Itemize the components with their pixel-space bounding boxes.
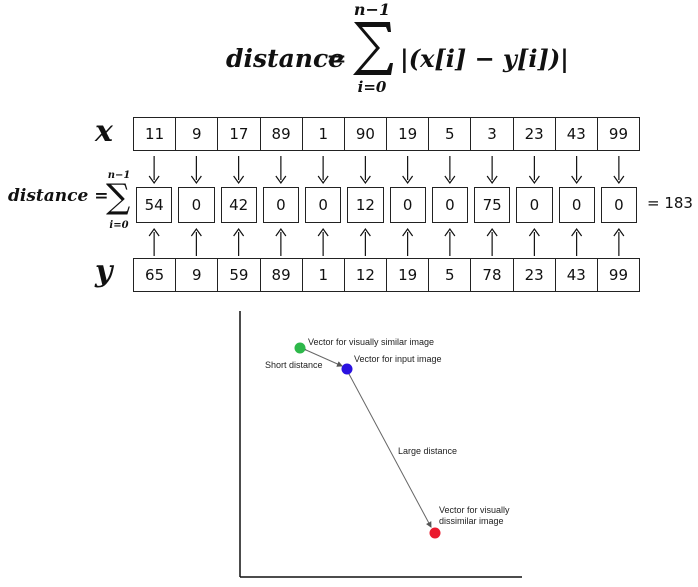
small-sum-upper: n−1: [107, 170, 131, 181]
down-arrow: [190, 156, 202, 185]
down-arrow: [359, 156, 371, 185]
down-arrow: [571, 156, 583, 185]
up-arrow: [233, 227, 245, 256]
down-arrow: [317, 156, 329, 185]
down-arrow: [444, 156, 456, 185]
difference-cell: 75: [474, 187, 511, 223]
difference-cell: 0: [262, 187, 299, 223]
up-arrow: [359, 227, 371, 256]
x-cell: 17: [218, 118, 261, 150]
x-cell: 5: [429, 118, 472, 150]
difference-cell: 0: [389, 187, 426, 223]
y-cell: 5: [429, 259, 472, 291]
sum-upper-limit: n−1: [353, 0, 391, 19]
up-arrow: [486, 227, 498, 256]
down-arrow: [528, 156, 540, 185]
y-cell: 89: [261, 259, 303, 291]
down-arrow: [486, 156, 498, 185]
x-cell: 11: [134, 118, 177, 150]
up-arrow: [402, 227, 414, 256]
formula-equals: =: [326, 44, 347, 73]
y-cell: 78: [471, 259, 514, 291]
large-distance-label: Large distance: [398, 446, 457, 456]
y-label: y: [95, 254, 113, 289]
difference-cell: 0: [516, 187, 553, 223]
similar-label: Vector for visually similar image: [308, 337, 434, 347]
formula-lhs: distance: [226, 44, 345, 73]
up-arrow: [190, 227, 202, 256]
up-arrow: [275, 227, 287, 256]
difference-cell: 42: [220, 187, 257, 223]
y-cell: 65: [134, 259, 177, 291]
x-cell: 9: [176, 118, 219, 150]
difference-cell: 0: [305, 187, 342, 223]
input-label: Vector for input image: [354, 354, 442, 364]
dissimilar-label-line1: Vector for visually: [439, 505, 510, 515]
x-cell: 43: [556, 118, 598, 150]
x-cell: 1: [303, 118, 345, 150]
down-arrow: [402, 156, 414, 185]
arrows-down: [148, 156, 625, 185]
x-label: x: [95, 114, 113, 149]
small-sigma: n−1 ∑ i=0: [104, 170, 131, 231]
distance-row-label: distance =: [8, 186, 109, 206]
y-cell: 19: [387, 259, 430, 291]
difference-cell: 54: [136, 187, 173, 223]
difference-cell: 0: [178, 187, 215, 223]
distance-formula: n−1 i=0: [226, 0, 546, 100]
formula-body: |(x[i] − y[i])|: [400, 44, 569, 73]
difference-cell: 12: [347, 187, 384, 223]
y-cell: 1: [303, 259, 345, 291]
y-cell: 23: [514, 259, 556, 291]
up-arrow: [317, 227, 329, 256]
x-cell: 23: [514, 118, 556, 150]
up-arrow: [571, 227, 583, 256]
up-arrow: [444, 227, 456, 256]
similar-vector-point: [294, 342, 306, 354]
small-sigma-icon: ∑: [106, 177, 131, 217]
down-arrow: [148, 156, 160, 185]
difference-cell: 0: [431, 187, 468, 223]
short-distance-arrow: [300, 345, 343, 367]
down-arrow: [275, 156, 287, 185]
arrows-up: [148, 227, 625, 256]
y-cell: 9: [176, 259, 219, 291]
y-cell: 43: [556, 259, 598, 291]
short-distance-label: Short distance: [265, 360, 323, 370]
sigma-symbol: [353, 22, 393, 75]
x-cell: 99: [608, 125, 629, 143]
dissimilar-label-line2: dissimilar image: [439, 516, 504, 526]
distance-total: = 183: [647, 194, 693, 212]
dissimilar-vector-point: [429, 527, 441, 539]
y-cell: 59: [218, 259, 261, 291]
large-distance-arrow: [343, 368, 432, 528]
x-cell: 90: [345, 118, 388, 150]
y-cell: 12: [345, 259, 388, 291]
vector-space-plot: Vector for visually similar image Vector…: [239, 311, 522, 578]
x-cell: 19: [387, 118, 430, 150]
down-arrow: [233, 156, 245, 185]
difference-cell: 0: [558, 187, 595, 223]
small-sum-lower: i=0: [109, 220, 129, 231]
sum-lower-limit: i=0: [357, 78, 387, 96]
up-arrow: [148, 227, 160, 256]
input-vector-point: [341, 363, 353, 375]
difference-cell: 0: [600, 187, 637, 223]
up-arrow: [613, 227, 625, 256]
y-cell: 99: [608, 266, 629, 284]
up-arrow: [528, 227, 540, 256]
down-arrow: [613, 156, 625, 185]
x-cell: 3: [471, 118, 514, 150]
x-cell: 89: [261, 118, 303, 150]
